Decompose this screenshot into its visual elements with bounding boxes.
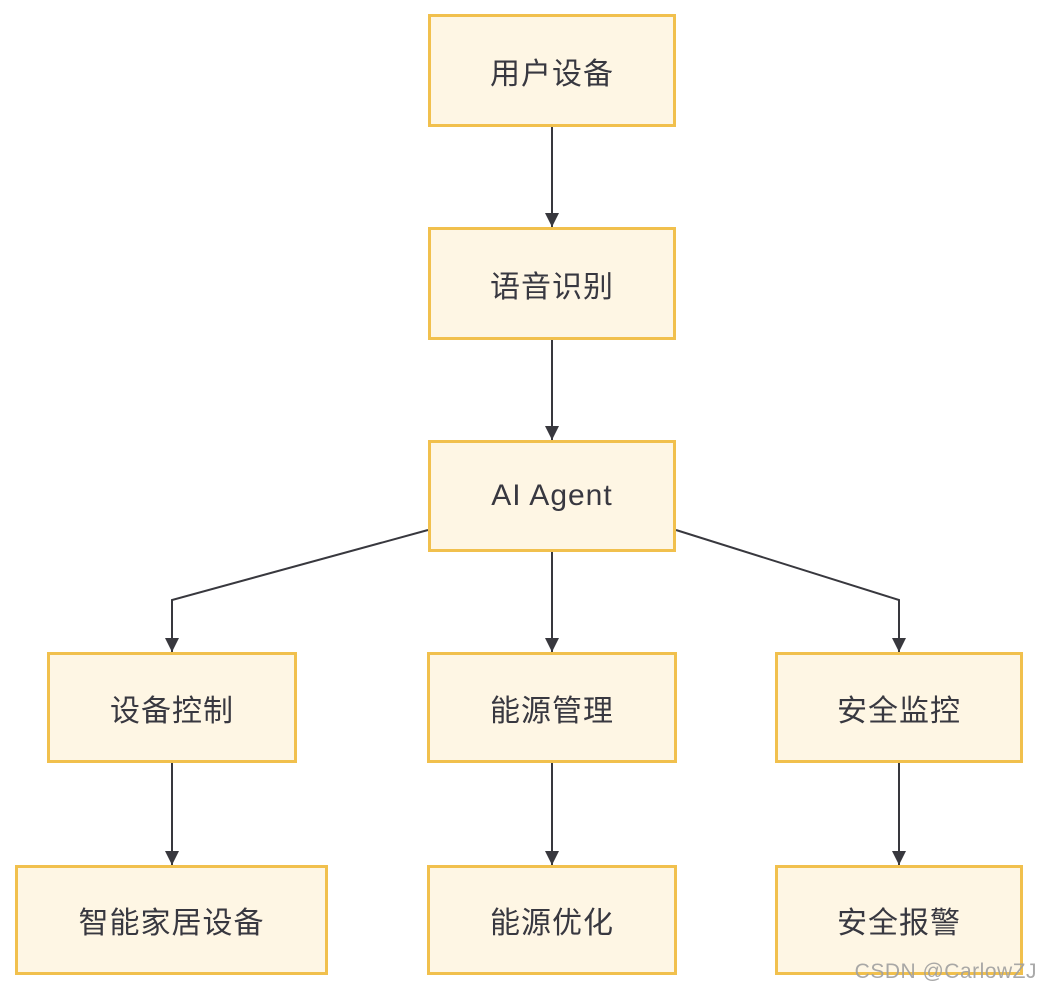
node-energy-management: 能源管理 (427, 652, 677, 763)
node-label-voice-recognition: 语音识别 (490, 270, 614, 304)
node-device-control: 设备控制 (47, 652, 297, 763)
node-energy-optimization: 能源优化 (427, 865, 677, 975)
node-label-smart-home-devices: 智能家居设备 (78, 907, 265, 940)
node-label-user-device: 用户设备 (490, 57, 614, 91)
watermark: CSDN @CarlowZJ (854, 960, 1037, 983)
node-security-monitoring: 安全监控 (775, 652, 1023, 763)
node-label-energy-optimization: 能源优化 (490, 907, 614, 940)
node-label-security-alarm: 安全报警 (837, 907, 961, 940)
node-label-ai-agent: AI Agent (491, 479, 613, 512)
node-label-security-monitoring: 安全监控 (837, 694, 961, 728)
edge-ai-agent-to-device-control (165, 529, 429, 652)
edge-ai-agent-to-security-monitoring (675, 529, 906, 652)
node-security-alarm: 安全报警 (775, 865, 1023, 975)
node-label-energy-management: 能源管理 (490, 694, 614, 728)
node-smart-home-devices: 智能家居设备 (15, 865, 328, 975)
node-ai-agent: AI Agent (428, 440, 676, 552)
node-voice-recognition: 语音识别 (428, 227, 676, 340)
node-user-device: 用户设备 (428, 14, 676, 127)
node-label-device-control: 设备控制 (110, 694, 234, 728)
